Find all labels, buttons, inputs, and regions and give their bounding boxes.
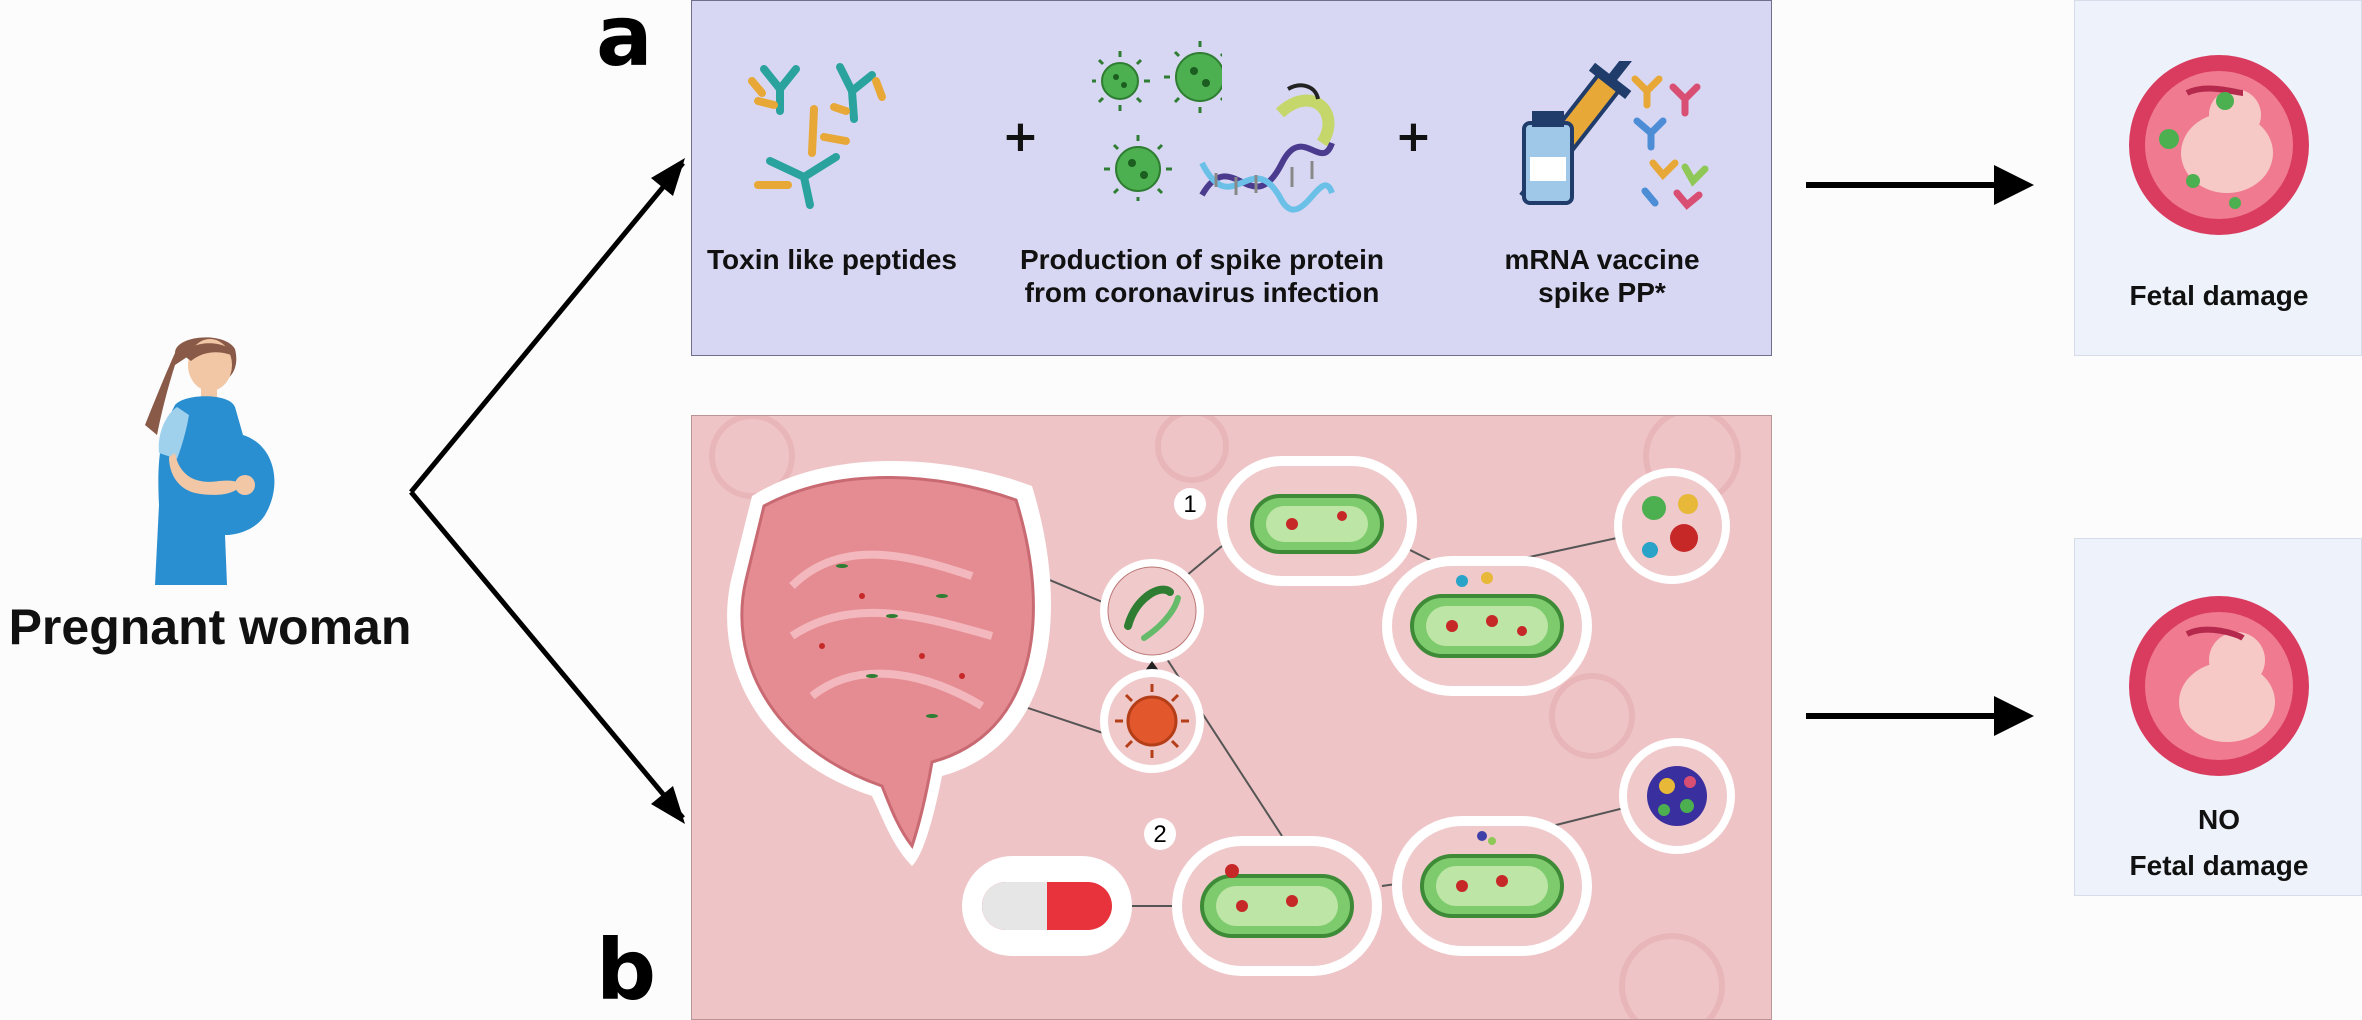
bacteria-icon — [1392, 816, 1592, 956]
bacteria-icon — [1172, 836, 1382, 976]
capsule-icon — [982, 882, 1112, 930]
bacteria-icon — [1382, 556, 1592, 696]
caption-spike-infection: Production of spike protein from coronav… — [1019, 244, 1384, 308]
panel-a: + + — [691, 0, 1772, 356]
panel-b-label: b — [596, 921, 657, 1019]
branch-arrows — [409, 158, 685, 824]
antibody-icon — [1631, 75, 1709, 210]
caption-mrna-vaccine: mRNA vaccine spike PP* — [1504, 244, 1700, 308]
intestine-icon — [740, 476, 1035, 850]
panel-a-label: a — [596, 0, 653, 85]
dna-helix-icon — [1199, 83, 1335, 213]
virus-icon — [1092, 41, 1222, 201]
arrow-icon — [1806, 165, 2034, 205]
arrow-head-down-icon — [651, 786, 685, 824]
antibody-icon — [748, 63, 886, 209]
bacteria-icon — [1217, 456, 1417, 586]
arrow-head-up-icon — [651, 158, 685, 196]
outcome-no-fetal-damage: NO Fetal damage — [2074, 538, 2362, 896]
plus-sign: + — [1002, 111, 1039, 162]
panel-b: 1 2 — [691, 415, 1772, 1020]
fetus-icon — [2129, 55, 2309, 235]
syringe-icon — [1519, 61, 1632, 205]
outcome-label: NO Fetal damage — [2129, 804, 2309, 881]
outcome-fetal-damage: Fetal damage — [2074, 0, 2362, 356]
pregnant-woman-icon — [135, 335, 285, 585]
step-marker-2: 2 — [1153, 821, 1166, 848]
arrow-icon — [1806, 696, 2034, 736]
plus-sign: + — [1395, 111, 1432, 162]
pregnant-woman-label: Pregnant woman — [8, 599, 412, 655]
step-marker-1: 1 — [1183, 491, 1196, 518]
fetus-icon — [2129, 596, 2309, 776]
gut-microbiome-illustration: 1 2 — [709, 416, 1741, 1019]
outcome-label: Fetal damage — [2129, 280, 2309, 311]
caption-toxin: Toxin like peptides — [707, 244, 957, 275]
